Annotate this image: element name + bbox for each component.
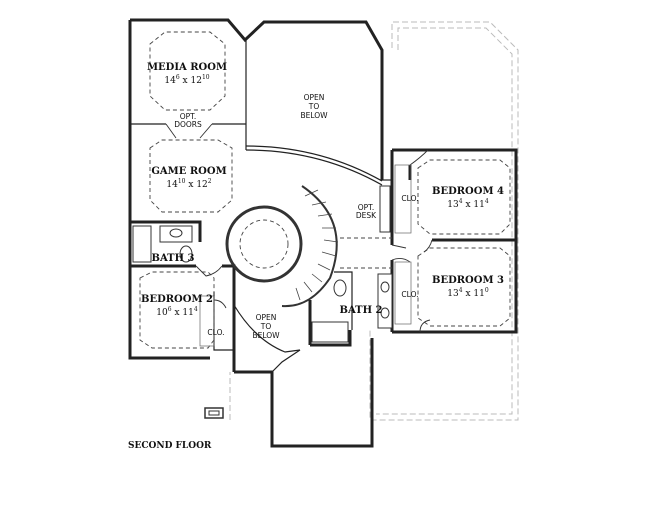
media-room-dims: 146 x 1210 <box>164 74 209 86</box>
media-room-label: MEDIA ROOM <box>147 62 227 73</box>
bath3-label: BATH 3 <box>152 253 195 264</box>
opt-doors-line2: DOORS <box>174 120 202 129</box>
balcony-rail-outer <box>245 145 383 182</box>
bedroom4-label: BEDROOM 4 <box>432 186 504 197</box>
first-floor-outline <box>229 21 519 421</box>
lower-rail <box>233 304 301 353</box>
bedroom3-dims: 134 x 110 <box>447 287 489 299</box>
door-swings <box>165 123 433 333</box>
hvac-grille-inner <box>208 410 220 416</box>
opt-desk-line1: OPT. <box>358 203 375 212</box>
bedroom3-ceiling <box>417 247 511 327</box>
opt-desk-line2: DESK <box>356 211 377 220</box>
opt-desk-shape <box>379 185 391 233</box>
hvac-grille <box>204 407 224 419</box>
opt-doors-line1: OPT. <box>180 112 197 121</box>
game-room-label: GAME ROOM <box>151 166 226 177</box>
bath2-label: BATH 2 <box>340 305 383 316</box>
open-upper-line2: TO <box>308 102 320 111</box>
hall-dash <box>340 237 392 269</box>
bedroom2-label: BEDROOM 2 <box>141 294 213 305</box>
closets <box>199 164 412 347</box>
bedroom3-label: BEDROOM 3 <box>432 275 504 286</box>
closet-b4-label: CLO. <box>401 194 418 203</box>
open-lower-line1: OPEN <box>256 313 277 322</box>
closet-b2-label: CLO. <box>207 328 224 337</box>
open-lower-line3: BELOW <box>252 331 280 340</box>
media-ceiling <box>149 31 226 111</box>
bedroom2-dims: 106 x 114 <box>156 306 198 318</box>
game-room-dims: 1410 x 122 <box>166 178 211 190</box>
open-lower-line2: TO <box>260 322 272 331</box>
balcony-rail <box>245 149 383 186</box>
bedroom4-dims: 134 x 114 <box>447 198 489 210</box>
bath3-fixtures <box>132 225 193 263</box>
circular-stair <box>225 185 339 308</box>
floor-caption: SECOND FLOOR <box>128 441 212 451</box>
open-upper-line1: OPEN <box>304 93 325 102</box>
bath2-fixtures <box>311 273 393 343</box>
open-upper-line3: BELOW <box>300 111 328 120</box>
bedroom4-ceiling <box>417 159 511 235</box>
game-ceiling <box>149 139 233 213</box>
closet-b3-label: CLO. <box>401 290 418 299</box>
